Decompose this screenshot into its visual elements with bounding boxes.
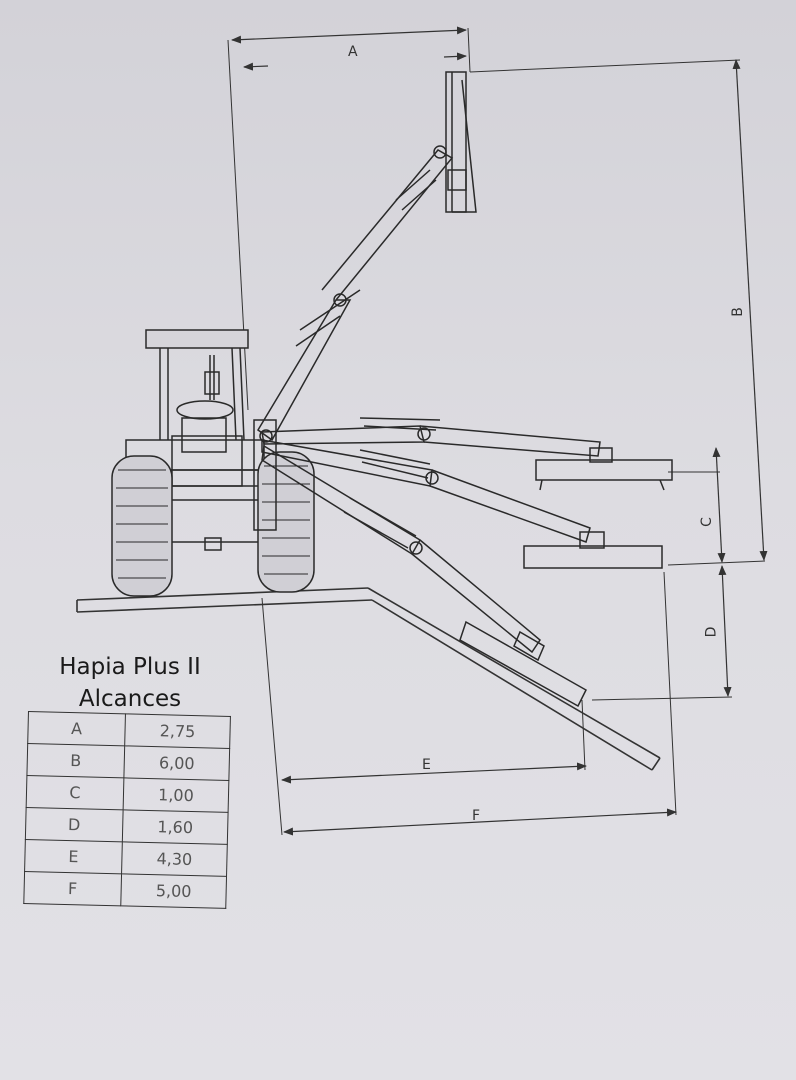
boom-horizontal-lower [261,439,663,569]
table-row: C 1,00 [26,775,229,813]
row-key: A [27,711,126,746]
row-value: 1,00 [123,777,229,813]
dimension-line-f [283,808,677,836]
row-value: 4,30 [121,841,228,877]
dimension-lines [231,26,768,836]
tractor [111,329,315,597]
table-row: F 5,00 [23,871,227,909]
table-row: B 6,00 [26,743,230,781]
boom-horizontal-upper [261,417,673,491]
ground-line [76,587,661,771]
table-title-line-2: Alcances [78,686,182,712]
row-key: F [23,871,122,906]
table-row: E 4,30 [24,839,228,877]
reach-table: A 2,75 B 6,00 C 1,00 D 1,60 E 4,30 F 5,0… [23,711,231,909]
dimension-line-b [732,59,768,561]
dimension-label-b: B [729,307,746,317]
row-key: C [26,775,124,810]
reference-lines [227,27,766,836]
dimension-line-e [281,762,587,784]
row-key: E [24,839,123,874]
dimension-line-c [712,447,726,563]
row-key: B [26,743,125,778]
table-title-line-1: Hapia Plus II [59,654,201,680]
dimension-label-e: E [422,757,431,773]
row-value: 2,75 [124,713,231,749]
table-row: D 1,60 [25,807,229,845]
row-value: 5,00 [120,873,227,909]
row-value: 1,60 [122,809,229,845]
row-key: D [25,807,124,842]
dimension-label-a: A [348,44,358,60]
dimension-label-c: C [698,517,715,527]
table-row: A 2,75 [27,711,231,749]
dimension-line-a [231,26,467,44]
dimension-label-d: D [703,626,720,638]
dimension-line-d [718,565,732,697]
row-value: 6,00 [123,745,230,781]
boom-slope [261,444,587,708]
boom-upright [257,71,477,442]
dimension-label-f: F [472,808,481,824]
